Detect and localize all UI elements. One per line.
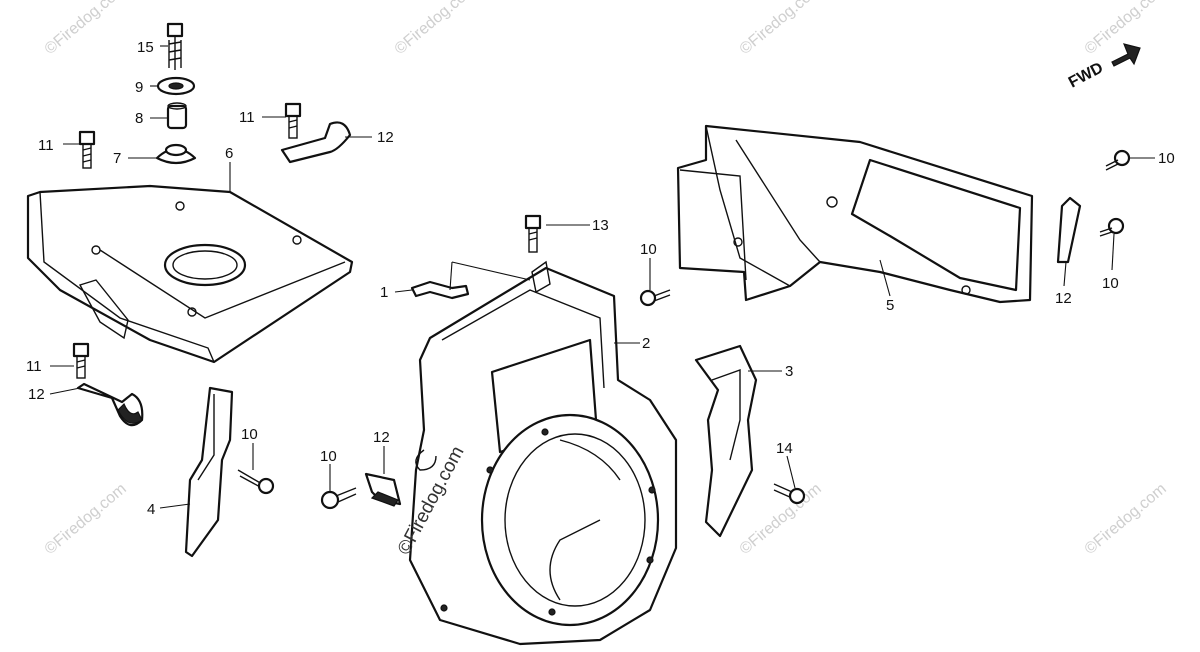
callout-11-upper-left: 11 — [38, 137, 54, 154]
side-baffle-part-3 — [694, 344, 758, 538]
watermark: ©Firedog.com — [392, 0, 480, 58]
callout-4: 4 — [147, 501, 155, 518]
callout-5: 5 — [886, 297, 894, 314]
callout-12-upper: 12 — [377, 129, 394, 146]
washer-9 — [156, 76, 196, 96]
bolt-13 — [524, 214, 542, 253]
fwd-label: FWD — [1066, 59, 1106, 91]
callout-8: 8 — [135, 110, 143, 127]
baffle-plate-part-4 — [184, 386, 234, 558]
callout-14: 14 — [776, 440, 793, 457]
fan-housing-part-2 — [408, 260, 678, 646]
bolt-10-right-lower — [1099, 217, 1125, 237]
bolt-10-center-lower — [320, 487, 357, 510]
forward-direction-indicator: FWD — [1066, 43, 1141, 92]
clip-12-lower-left — [76, 382, 144, 427]
callout-2: 2 — [642, 335, 650, 352]
forward-arrow-icon — [1111, 43, 1141, 67]
upper-shroud-part-6 — [26, 184, 354, 364]
watermark: ©Firedog.com — [737, 0, 825, 58]
callout-10-center-upper: 10 — [640, 241, 657, 258]
callout-11-upper-center: 11 — [239, 109, 255, 126]
watermark: ©Firedog.com — [1082, 480, 1170, 558]
callout-1: 1 — [380, 284, 388, 301]
bolt-10-near-baffle — [237, 469, 275, 495]
bolt-15 — [166, 22, 184, 70]
watermark: ©Firedog.com — [42, 480, 130, 558]
bracket-part-1 — [410, 280, 470, 300]
bolt-14 — [773, 483, 806, 505]
callout-15: 15 — [137, 39, 154, 56]
bolt-11-lower-left — [72, 342, 90, 379]
bolt-11-upper-left — [78, 130, 96, 169]
right-shroud-part-5 — [676, 124, 1034, 304]
callout-12-lower-left: 12 — [28, 386, 45, 403]
callout-6: 6 — [225, 145, 233, 162]
leader-lines — [49, 45, 1155, 509]
clip-12-center — [364, 472, 402, 507]
callout-11-lower-left: 11 — [26, 358, 42, 375]
bolt-11-upper-center — [284, 102, 302, 139]
callout-10-center-lower: 10 — [320, 448, 337, 465]
bolt-10-right-upper — [1105, 149, 1131, 171]
callout-12-center: 12 — [373, 429, 390, 446]
callout-13: 13 — [592, 217, 609, 234]
clip-12-upper — [280, 121, 352, 164]
bolt-10-center-upper — [639, 289, 671, 307]
callout-3: 3 — [785, 363, 793, 380]
callout-12-right: 12 — [1055, 290, 1072, 307]
callout-10-right-lower: 10 — [1102, 275, 1119, 292]
callout-labels: 15 9 8 7 11 11 12 6 11 12 4 10 1 13 2 10… — [26, 39, 1175, 518]
clip-12-right — [1056, 196, 1082, 264]
callout-9: 9 — [135, 79, 143, 96]
collar-8 — [166, 102, 188, 130]
grommet-7 — [155, 143, 197, 165]
callout-7: 7 — [113, 150, 121, 167]
callout-10-right-upper: 10 — [1158, 150, 1175, 167]
watermark: ©Firedog.com — [737, 480, 825, 558]
watermark: ©Firedog.com — [42, 0, 130, 58]
callout-10-near-baffle: 10 — [241, 426, 258, 443]
